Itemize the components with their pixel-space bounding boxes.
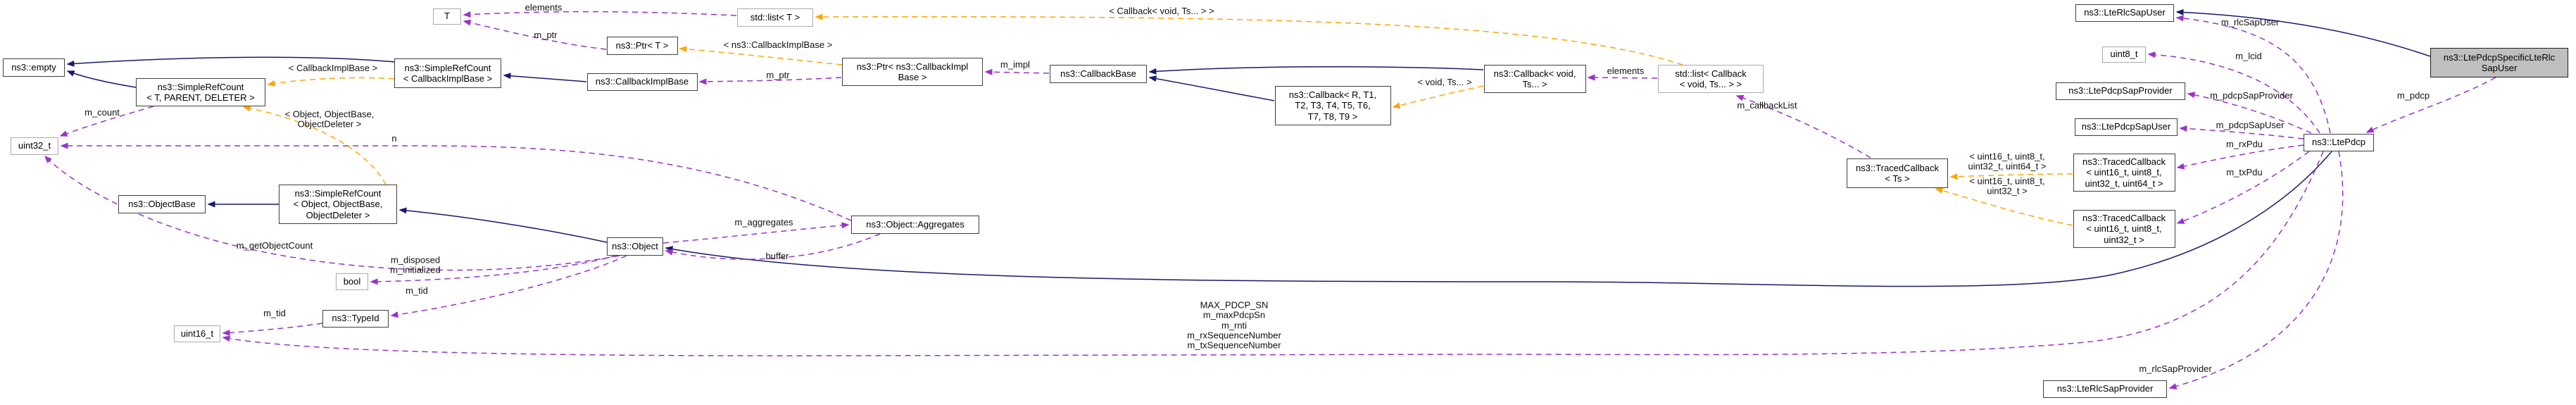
edge-traced3-to-traced-ts: [1935, 187, 2073, 226]
class-node-typeid[interactable]: ns3::TypeId: [322, 309, 389, 328]
edge-typeid-to-uint16-t: [222, 323, 323, 336]
class-node-cb-void[interactable]: ns3::Callback< void, Ts... >: [1483, 65, 1586, 93]
edge-src-obj-to-src-t: [242, 105, 387, 185]
class-node-pdcp-user[interactable]: ns3::LtePdcpSapUser: [2075, 118, 2178, 136]
edge-ltepdcp-to-traced3: [2176, 151, 2310, 224]
class-node-cb-r[interactable]: ns3::Callback< R, T1, T2, T3, T4, T5, T6…: [1274, 86, 1391, 125]
class-node-traced3[interactable]: ns3::TracedCallback < uint16_t, uint8_t,…: [2073, 210, 2175, 248]
edge-ltepdcp-to-uint16-t: [222, 151, 2324, 356]
edge-ltepdcp-to-rlc-user: [2175, 15, 2331, 134]
edge-src-t-to-empty: [66, 70, 137, 88]
edge-src-t-to-uint32-t: [59, 106, 154, 137]
edge-object-to-typeid: [390, 255, 627, 318]
edge-aggregates-to-uint32-t: [60, 142, 852, 221]
edge-list-t-to-t: [463, 11, 737, 18]
edge-ptr-t-to-t: [463, 19, 607, 50]
edge-cb-void-to-cb-r: [1392, 85, 1484, 109]
edge-ltepdcp-to-traced4: [2176, 144, 2304, 170]
class-node-uint32-t: uint32_t: [11, 137, 58, 155]
class-node-traced-ts[interactable]: ns3::TracedCallback < Ts >: [1847, 158, 1948, 188]
edge-cb-void-to-cbase: [1148, 66, 1484, 75]
class-node-list-cb: std::list< Callback < void, Ts... > >: [1658, 65, 1764, 93]
class-node-t: T: [433, 8, 461, 25]
class-node-cib[interactable]: ns3::CallbackImplBase: [586, 73, 698, 91]
class-node-ptr-cib[interactable]: ns3::Ptr< ns3::CallbackImpl Base >: [842, 58, 983, 86]
edge-cb-r-to-cbase: [1148, 75, 1275, 101]
class-node-ptr-t[interactable]: ns3::Ptr< T >: [606, 37, 678, 55]
class-node-list-t: std::list< T >: [737, 8, 813, 27]
edge-list-cb-to-cb-void: [1587, 74, 1658, 81]
edge-object-to-aggregates: [662, 222, 850, 244]
edge-ltepdcp-to-rlc-prov: [2168, 151, 2344, 390]
class-node-traced4[interactable]: ns3::TracedCallback < uint16_t, uint8_t,…: [2073, 154, 2175, 192]
class-node-src-obj[interactable]: ns3::SimpleRefCount < Object, ObjectBase…: [279, 185, 397, 224]
edge-ltepdcp-to-pdcp-user: [2179, 125, 2304, 139]
edge-cbase-to-ptr-cib: [984, 68, 1050, 75]
edge-src-cib-to-src-t: [267, 77, 395, 87]
edge-object-to-uint32-t: [44, 155, 620, 271]
edge-src-cib-to-empty: [66, 56, 396, 67]
class-node-bool: bool: [336, 273, 368, 290]
edge-ltepdcp-to-object: [665, 151, 2332, 287]
class-node-rlc-prov[interactable]: ns3::LteRlcSapProvider: [2043, 380, 2167, 398]
class-node-ltepdcp[interactable]: ns3::LtePdcp: [2304, 133, 2374, 151]
class-node-uint16-t: uint16_t: [174, 325, 220, 342]
edge-traced4-to-traced-ts: [1949, 173, 2073, 180]
class-node-src-cib[interactable]: ns3::SimpleRefCount < CallbackImplBase >: [394, 58, 501, 88]
edge-ptr-cib-to-cib: [698, 77, 842, 85]
edge-traced-ts-to-list-cb: [1735, 94, 1871, 158]
class-node-aggregates[interactable]: ns3::Object::Aggregates: [851, 216, 979, 234]
edge-specific-to-ltepdcp: [2365, 77, 2496, 133]
class-node-specific: ns3::LtePdcpSpecificLteRlc SapUser: [2430, 48, 2568, 77]
class-node-objectbase[interactable]: ns3::ObjectBase: [118, 195, 206, 213]
edge-object-to-bool: [370, 255, 617, 285]
class-node-pdcp-prov[interactable]: ns3::LtePdcpSapProvider: [2056, 82, 2185, 100]
edge-ltepdcp-to-uint8-t: [2147, 51, 2320, 134]
edge-ltepdcp-to-pdcp-prov: [2187, 92, 2312, 134]
edge-cib-to-src-cib: [503, 73, 587, 82]
edge-ptr-cib-to-ptr-t: [679, 46, 843, 66]
edge-object-to-src-obj: [398, 207, 608, 243]
edge-list-cb-to-list-t: [815, 13, 1683, 66]
class-node-uint8-t: uint8_t: [2102, 46, 2146, 63]
class-node-empty[interactable]: ns3::empty: [3, 58, 65, 77]
edge-aggregates-to-object: [665, 233, 881, 260]
class-node-src-t[interactable]: ns3::SimpleRefCount < T, PARENT, DELETER…: [136, 78, 265, 106]
class-node-rlc-user[interactable]: ns3::LteRlcSapUser: [2075, 4, 2174, 22]
edge-specific-to-rlc-user: [2175, 8, 2431, 57]
class-node-object[interactable]: ns3::Object: [607, 237, 663, 256]
class-node-cbase[interactable]: ns3::CallbackBase: [1050, 65, 1147, 83]
